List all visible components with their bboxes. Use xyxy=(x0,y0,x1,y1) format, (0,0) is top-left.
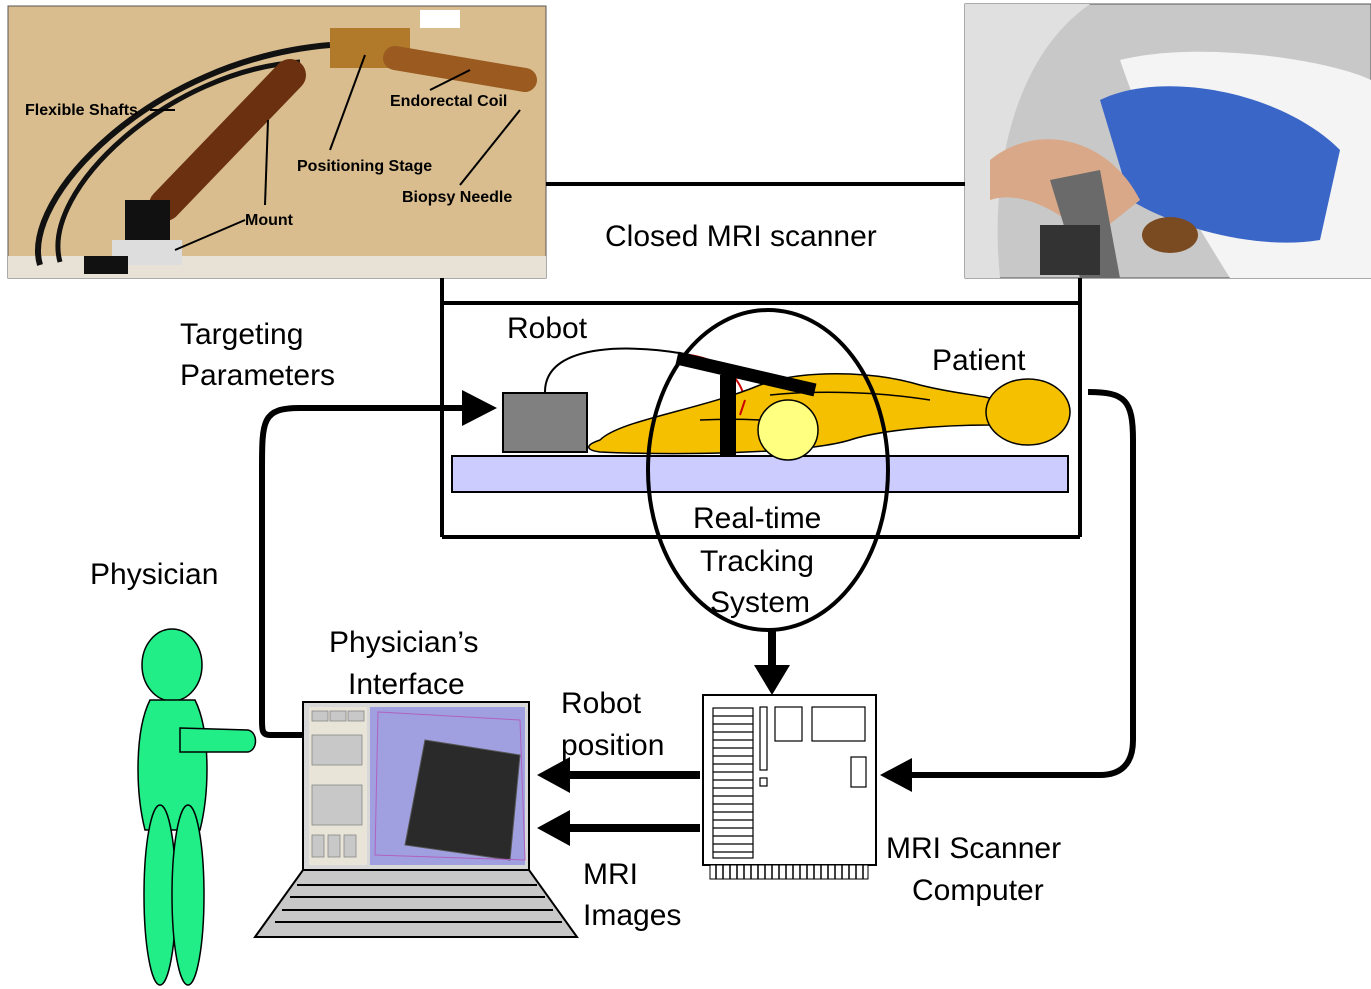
patient-figure xyxy=(588,373,1071,461)
physician-laptop xyxy=(253,701,579,938)
endorectal-coil-label: Endorectal Coil xyxy=(390,93,507,110)
physician-label: Physician xyxy=(90,558,218,591)
robot-position-label-line2: position xyxy=(561,729,664,762)
positioning-stage-label: Positioning Stage xyxy=(297,158,432,175)
mri-scanner-computer xyxy=(702,694,877,880)
patient-label: Patient xyxy=(932,344,1026,377)
targeting-parameters-arrow xyxy=(259,405,470,738)
robot-position-label-line1: Robot xyxy=(561,687,642,720)
patient-in-scanner-photo xyxy=(964,3,1371,279)
tracking-label-line1: Real-time xyxy=(693,502,821,535)
physician-figure xyxy=(137,628,257,986)
closed-mri-scanner-label: Closed MRI scanner xyxy=(605,220,877,253)
mri-scanner-frame xyxy=(440,182,1082,539)
robot-cable xyxy=(544,347,691,393)
mount-label: Mount xyxy=(245,212,294,229)
biopsy-needle-label: Biopsy Needle xyxy=(402,189,512,206)
flexible-shafts-label: Flexible Shafts xyxy=(25,102,138,119)
interface-label-line2: Interface xyxy=(348,668,465,701)
interface-label-line1: Physician’s xyxy=(329,626,479,659)
mri-images-label-line1: MRI xyxy=(583,858,638,891)
robot-device-photo: Flexible Shafts Endorectal Coil Position… xyxy=(7,5,547,279)
scanner-computer-label-line2: Computer xyxy=(912,874,1044,907)
robot-label: Robot xyxy=(507,312,588,345)
targeting-label-line2: Parameters xyxy=(180,359,335,392)
robot-box xyxy=(502,392,588,453)
targeting-label-line1: Targeting xyxy=(180,318,303,351)
robot-stage-arm xyxy=(675,351,817,455)
patient-table xyxy=(451,455,1069,493)
tracking-label-line2: Tracking xyxy=(700,545,814,578)
tracking-label-line3: System xyxy=(710,586,810,619)
scanner-to-computer-arrow xyxy=(900,389,1136,778)
scanner-computer-label-line1: MRI Scanner xyxy=(886,832,1061,865)
mri-images-label-line2: Images xyxy=(583,899,681,932)
